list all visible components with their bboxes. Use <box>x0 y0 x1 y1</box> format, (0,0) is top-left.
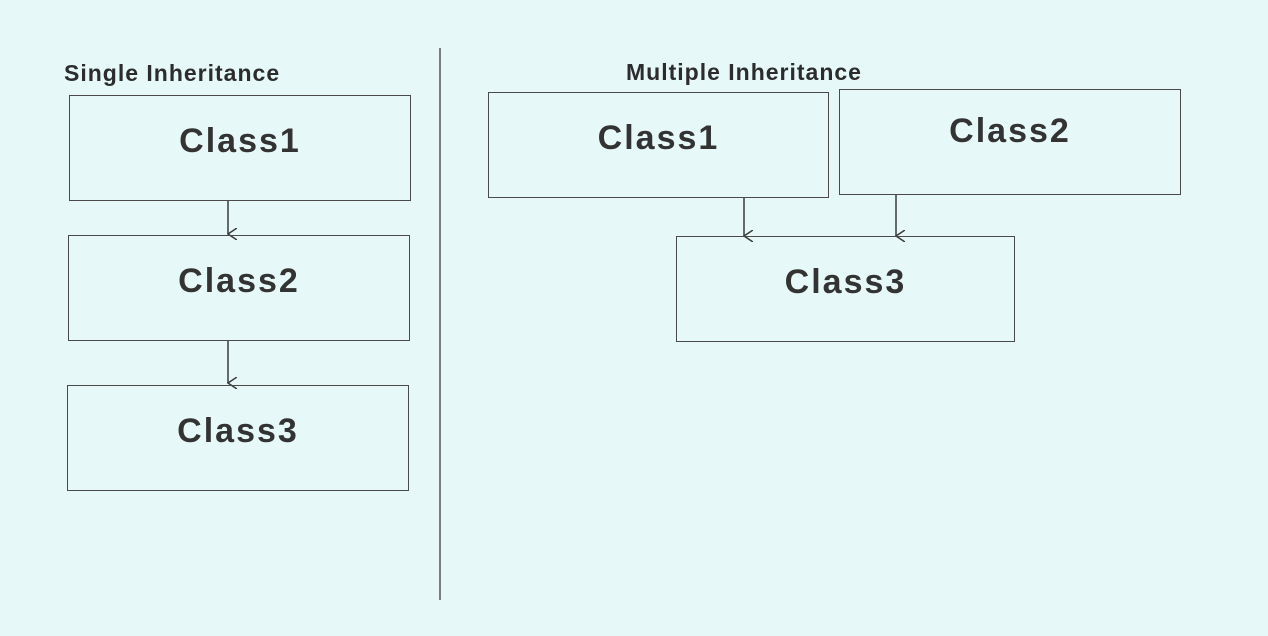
single-class1-box: Class1 <box>69 95 411 201</box>
multiple-class2-box: Class2 <box>839 89 1181 195</box>
single-class3-label: Class3 <box>177 412 299 450</box>
single-class2-label: Class2 <box>178 262 300 300</box>
single-class2-box: Class2 <box>68 235 410 341</box>
multiple-inheritance-title: Multiple Inheritance <box>626 59 862 85</box>
single-inheritance-title: Single Inheritance <box>64 60 281 86</box>
multiple-class1-box: Class1 <box>488 92 829 198</box>
single-class1-label: Class1 <box>179 122 301 160</box>
multiple-class3-box: Class3 <box>676 236 1015 342</box>
multiple-class3-label: Class3 <box>784 263 907 301</box>
multiple-class1-label: Class1 <box>597 119 720 157</box>
single-class3-box: Class3 <box>67 385 409 491</box>
multiple-class2-label: Class2 <box>949 112 1071 150</box>
